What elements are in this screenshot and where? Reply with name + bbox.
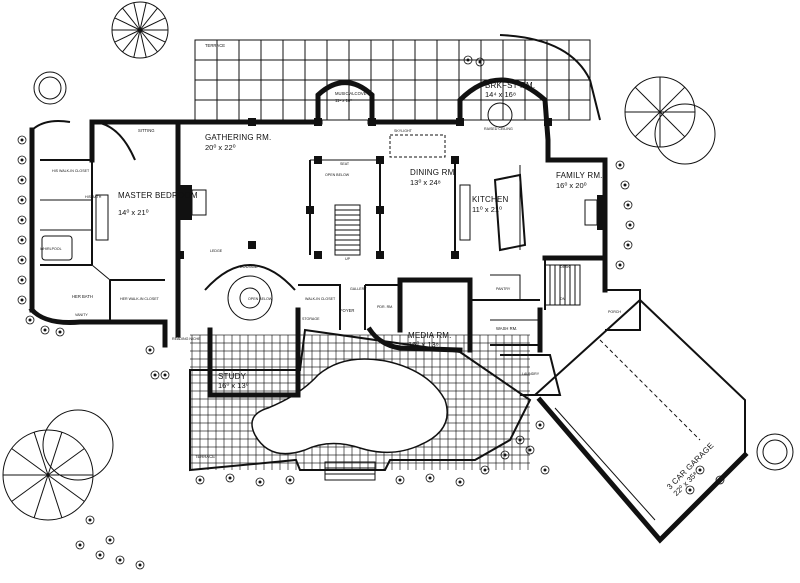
study-label: STUDY	[218, 372, 247, 381]
entry-steps	[324, 461, 376, 481]
music-alcove-dims: 11⁴ x 10⁰	[335, 98, 352, 103]
bottom-terrace-paving	[189, 328, 532, 472]
master-bedroom-dims: 14⁰ x 21⁰	[118, 208, 149, 217]
reading-niche-label: READING NICHE	[172, 337, 201, 341]
pantry-label: PANTRY	[496, 287, 511, 291]
storage-label: STORAGE	[302, 317, 320, 321]
breakfast-room-label: BRKFST RM.	[485, 81, 535, 90]
media-room-dims: 16⁰ x 13⁸	[408, 340, 439, 349]
whirlpool-label: WHIRLPOOL	[40, 247, 62, 251]
media-room-label: MEDIA RM.	[408, 331, 452, 340]
family-room-dims: 16⁰ x 20⁰	[556, 181, 587, 190]
his-walkin-label: HIS WALK-IN CLOSET	[52, 169, 90, 173]
small-labels: TERRACE TERRACE SITTING HIS WALK-IN CLOS…	[40, 43, 621, 459]
dining-room-label: DINING RM.	[410, 168, 457, 177]
desk-label: DESK	[560, 265, 570, 269]
terrace-top-label: TERRACE	[205, 43, 225, 48]
music-alcove-label: MUSIC ALCOVE	[335, 91, 367, 96]
lounge-label: LOUNGE	[240, 264, 258, 269]
dining-room-dims: 13⁰ x 24⁸	[410, 178, 441, 187]
master-bedroom-label: MASTER BEDROOM	[118, 191, 198, 200]
skylight-label: SKYLIGHT	[394, 129, 413, 133]
open-below-center-label: OPEN BELOW	[325, 173, 350, 177]
porch-label: PORCH	[608, 310, 621, 314]
shrubs	[17, 55, 725, 570]
landscape-trees	[2, 1, 794, 521]
open-below-lounge-label: OPEN BELOW	[248, 297, 273, 301]
raised-ceiling-label: RAISED CEILING	[484, 127, 513, 131]
vanity-label: VANITY	[75, 313, 88, 317]
kitchen-dims: 11⁰ x 21⁰	[472, 205, 502, 214]
terrace-bottom-label: TERRACE	[195, 454, 215, 459]
lawn-area	[251, 358, 448, 455]
laundry-label: LAUNDRY	[522, 372, 540, 376]
seat-label: SEAT	[340, 162, 350, 166]
study-dims: 16⁰ x 13⁰	[218, 381, 249, 390]
family-room-label: FAMILY RM.	[556, 171, 603, 180]
kitchen-label: KITCHEN	[472, 195, 509, 204]
foyer-label: FOYER	[340, 308, 354, 313]
her-walkin-label: HER WALK-IN CLOSET	[120, 297, 160, 301]
wash-room-label: WASH RM.	[496, 326, 517, 331]
exterior-walls	[28, 77, 749, 544]
columns	[176, 118, 552, 259]
gathering-room-label: GATHERING RM.	[205, 133, 271, 142]
his-bath-label: HIS BATH	[85, 195, 102, 199]
walkin-closet-label: WALK-IN CLOSET	[305, 297, 336, 301]
fixtures	[41, 102, 701, 441]
interior-walls	[40, 159, 641, 396]
sitting-label: SITTING	[138, 128, 155, 133]
up-label: UP	[345, 257, 351, 261]
pdr-room-label: PDR. RM.	[377, 305, 393, 309]
ledge-label: LEDGE	[210, 249, 223, 253]
her-bath-label: HER BATH	[72, 294, 93, 299]
dn-label: DN	[560, 297, 566, 301]
gathering-room-dims: 20⁰ x 22⁰	[205, 143, 236, 152]
gallery-label: GALLERY	[350, 287, 367, 291]
breakfast-room-dims: 14⁴ x 16⁸	[485, 90, 516, 99]
top-terrace-paving	[194, 34, 601, 121]
